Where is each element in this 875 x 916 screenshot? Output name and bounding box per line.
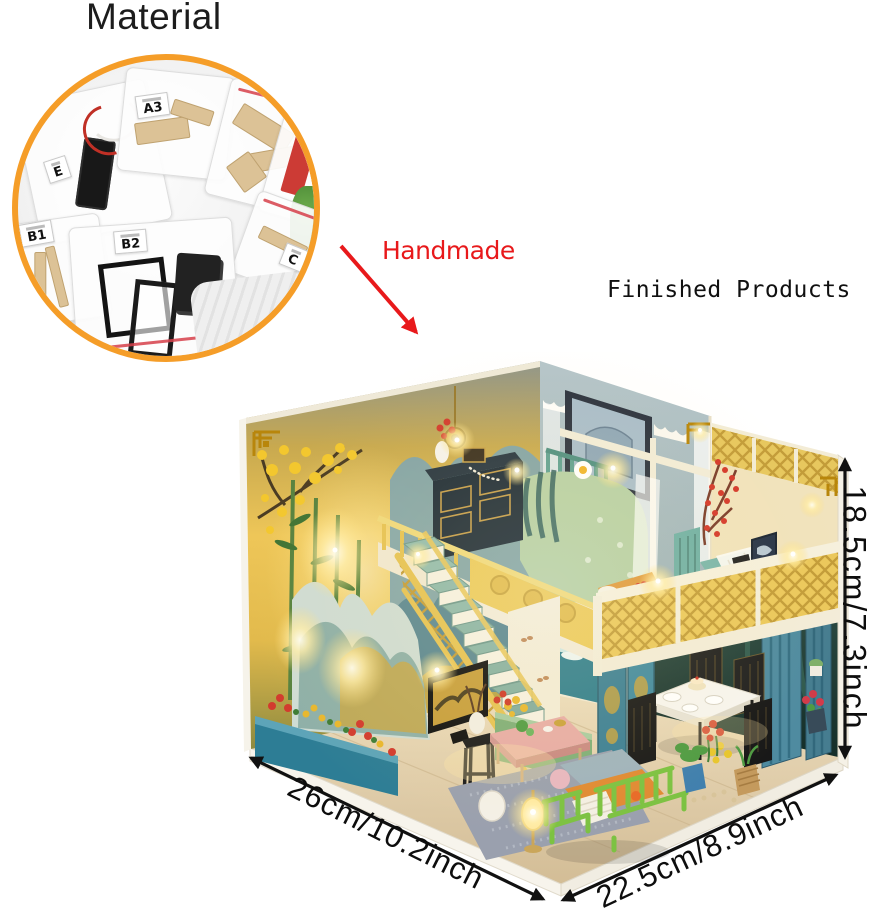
warm-lights [245, 352, 845, 840]
black-frame [127, 279, 180, 356]
material-label: Material [86, 0, 222, 37]
height-dimension-label: 18.5cm/7.3inch [836, 485, 873, 731]
corner-bracket-icon [252, 430, 280, 456]
bag-label: B2 [113, 228, 148, 255]
material-kit-photo: E A3 B1 B2 C [12, 54, 320, 362]
bag-label: A3 [134, 91, 171, 120]
handmade-label: Handmade [382, 236, 515, 265]
dollhouse-photo [239, 352, 849, 897]
white-fabric [188, 268, 314, 356]
finished-products-label: Finished Products [607, 277, 851, 303]
